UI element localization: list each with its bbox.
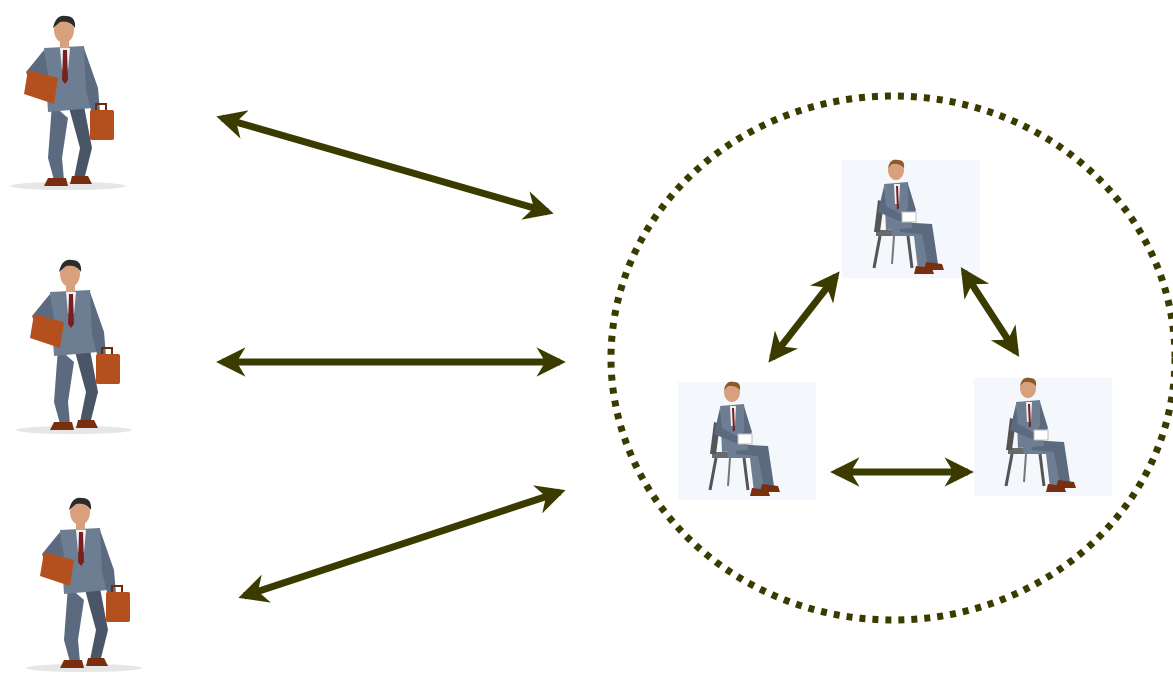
seated-businessman-right bbox=[972, 376, 1114, 498]
arrow-internal-top-right bbox=[960, 267, 1020, 357]
arrow-external-top bbox=[216, 110, 554, 220]
seated-businessman-left bbox=[676, 380, 818, 502]
standing-businessman-3 bbox=[25, 496, 143, 673]
arrow-internal-top-left bbox=[768, 271, 840, 363]
standing-businessman-1 bbox=[9, 14, 127, 191]
standing-businessman-2 bbox=[15, 258, 133, 435]
arrow-external-bottom bbox=[238, 485, 566, 603]
seated-businessman-top bbox=[840, 158, 982, 280]
